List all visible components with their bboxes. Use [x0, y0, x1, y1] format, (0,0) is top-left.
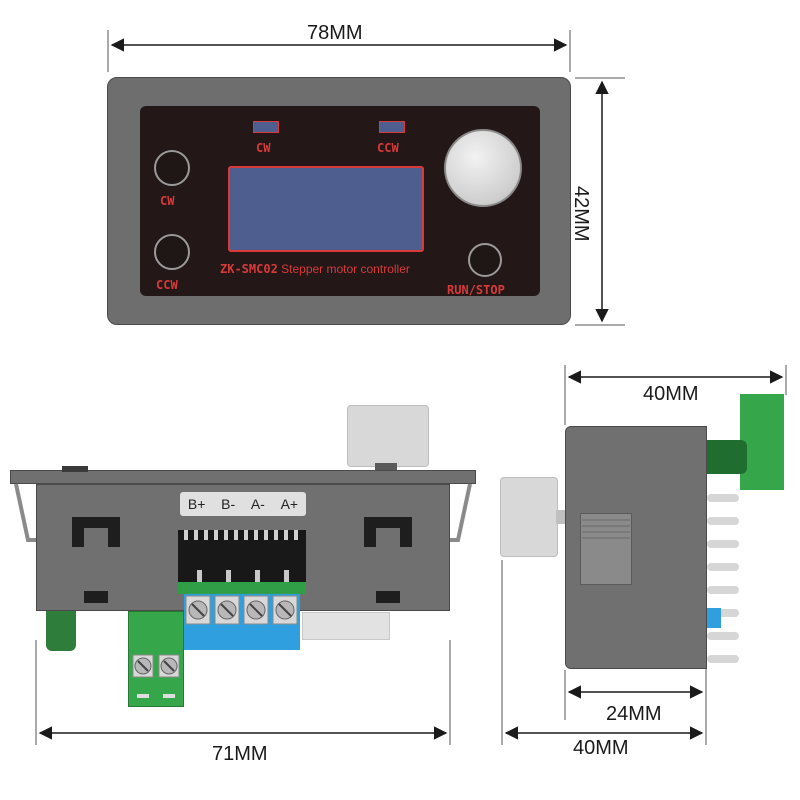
- housing-tab-right: [376, 591, 400, 603]
- side-green-terminal: [740, 394, 784, 490]
- run-stop-button-label: RUN/STOP: [447, 283, 505, 297]
- slot-notch-left: [84, 528, 108, 547]
- lcd-screen: [228, 166, 424, 252]
- bump-left: [62, 466, 88, 472]
- run-stop-button[interactable]: [468, 243, 502, 277]
- side-window: [580, 513, 632, 585]
- model-line: ZK-SMC02 Stepper motor controller: [220, 262, 410, 276]
- dim-side-depth-bottom: 40MM: [573, 737, 629, 759]
- grey-connector: [302, 612, 390, 640]
- rotary-knob[interactable]: [444, 129, 522, 207]
- ccw-button-label: CCW: [156, 278, 178, 292]
- knob-side-shaft: [556, 510, 566, 524]
- dim-front-width: 78MM: [307, 22, 363, 44]
- knob-shaft: [375, 463, 397, 471]
- led-cw-indicator: [253, 121, 279, 133]
- terminal-label-plate: B+ B- A- A+: [180, 492, 306, 516]
- led-cw-label: CW: [256, 141, 271, 155]
- dim-bottom-width: 71MM: [212, 743, 268, 765]
- dim-side-body-depth: 24MM: [606, 703, 662, 725]
- slot-notch-right: [376, 528, 400, 547]
- model-description: Stepper motor controller: [281, 262, 410, 276]
- cw-button[interactable]: [154, 150, 190, 186]
- cw-button-label: CW: [160, 194, 175, 208]
- bottom-housing-lip: [10, 470, 476, 484]
- terminal-green-strip: [178, 582, 306, 594]
- housing-tab-left: [84, 591, 108, 603]
- ccw-button[interactable]: [154, 234, 190, 270]
- bottom-green-pillar: [46, 611, 76, 651]
- knob-side-view: [500, 477, 558, 557]
- led-ccw-label: CCW: [377, 141, 399, 155]
- terminal-label-a-minus: A-: [250, 496, 265, 512]
- terminal-label-b-minus: B-: [221, 496, 236, 512]
- led-ccw-indicator: [379, 121, 405, 133]
- model-name: ZK-SMC02: [220, 262, 278, 276]
- dim-side-depth-top: 40MM: [643, 383, 699, 405]
- terminal-label-a-plus: A+: [280, 496, 299, 512]
- terminal-label-b-plus: B+: [187, 496, 206, 512]
- side-green-base: [707, 440, 747, 474]
- knob-rear-view: [347, 405, 429, 467]
